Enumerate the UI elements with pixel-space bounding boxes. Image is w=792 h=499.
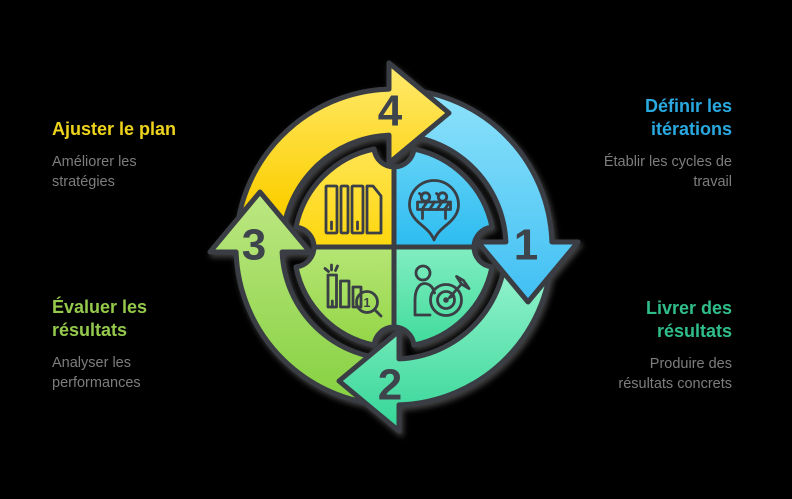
step-1-subtitle: Établir les cycles de travail [603,154,732,190]
arrow-step-1 [391,86,581,305]
books-icon [324,184,383,235]
step-1-title: Définir les itérations [644,96,732,139]
label-step-4: Ajuster le plan Améliorer les stratégies [52,118,237,192]
inner-disc [293,146,495,348]
magnifier-number: 1 [364,296,371,310]
arrow-step-3 [207,189,397,408]
label-step-1: Définir les itérations Établir les cycle… [547,95,732,192]
step-4-title: Ajuster le plan [52,119,177,139]
quadrant-bottom-right [391,244,495,348]
step-3-title: Évaluer les résultats [52,297,148,340]
roadblock-pin-icon [408,179,460,242]
step-4-subtitle: Améliorer les stratégies [52,154,137,190]
arrow-step-2 [336,244,555,434]
step-2-subtitle: Produire des résultats concrets [618,356,732,392]
quadrant-bottom-left [293,244,397,348]
label-step-3: Évaluer les résultats Analyser les perfo… [52,296,237,393]
quadrant-top-left [293,146,397,250]
person-target-icon [413,264,471,317]
chart-magnifier-icon: 1 [323,263,383,318]
cycle-diagram: 1 4 1 2 3 [207,60,581,434]
label-step-2: Livrer des résultats Produire des résult… [547,297,732,394]
step-number-4: 4 [378,87,403,136]
arrow-step-4-head-overlay [316,60,452,171]
step-2-title: Livrer des résultats [645,298,732,341]
step-number-1: 1 [514,221,538,270]
step-3-subtitle: Analyser les performances [52,355,141,391]
step-number-2: 2 [378,361,402,410]
step-number-3: 3 [242,221,266,270]
